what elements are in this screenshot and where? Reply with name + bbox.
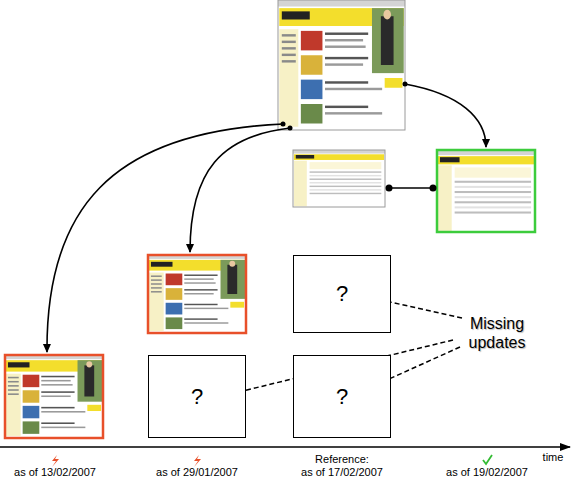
link-dot <box>403 82 408 87</box>
link-line <box>387 187 435 189</box>
ok-mark <box>483 455 492 464</box>
screenshot-page <box>5 355 103 438</box>
screenshot-page <box>278 0 405 130</box>
date-label: as of 17/02/2007 <box>287 466 397 479</box>
screenshot <box>148 255 246 333</box>
screenshot-frame-green <box>437 150 535 232</box>
screenshot-frame <box>278 0 405 130</box>
link-arrow <box>405 84 486 147</box>
link-arrow <box>190 128 290 252</box>
missing-box: ? <box>148 355 246 438</box>
link-dot <box>430 185 437 192</box>
screenshot-page <box>148 255 246 333</box>
note-text: Missing updates <box>454 314 540 352</box>
screenshot <box>278 0 405 130</box>
screenshot-page <box>293 150 385 207</box>
missing-box: ? <box>293 255 391 333</box>
time-axis <box>0 446 570 448</box>
screenshot <box>437 150 535 232</box>
screenshot-frame-red <box>148 255 246 333</box>
date-label: as of 13/02/2007 <box>0 466 110 479</box>
link-dot <box>281 122 286 127</box>
reference-label: Reference: <box>287 453 397 466</box>
screenshot-page <box>437 150 535 232</box>
link-dot <box>288 126 293 131</box>
screenshot <box>5 355 103 438</box>
screenshot-frame-red <box>5 355 103 438</box>
axis-label: time <box>533 451 573 464</box>
fail-mark <box>52 455 59 467</box>
fail-mark <box>194 455 201 467</box>
link-dot <box>386 185 393 192</box>
date-label: as of 19/02/2007 <box>432 466 542 479</box>
missing-mark: ? <box>191 384 203 410</box>
screenshot-frame <box>293 150 385 207</box>
link-arrow <box>47 124 283 352</box>
missing-mark: ? <box>336 384 348 410</box>
date-label: as of 29/01/2007 <box>142 466 252 479</box>
missing-box: ? <box>293 355 391 438</box>
missing-mark: ? <box>336 281 348 307</box>
screenshot <box>293 150 385 207</box>
